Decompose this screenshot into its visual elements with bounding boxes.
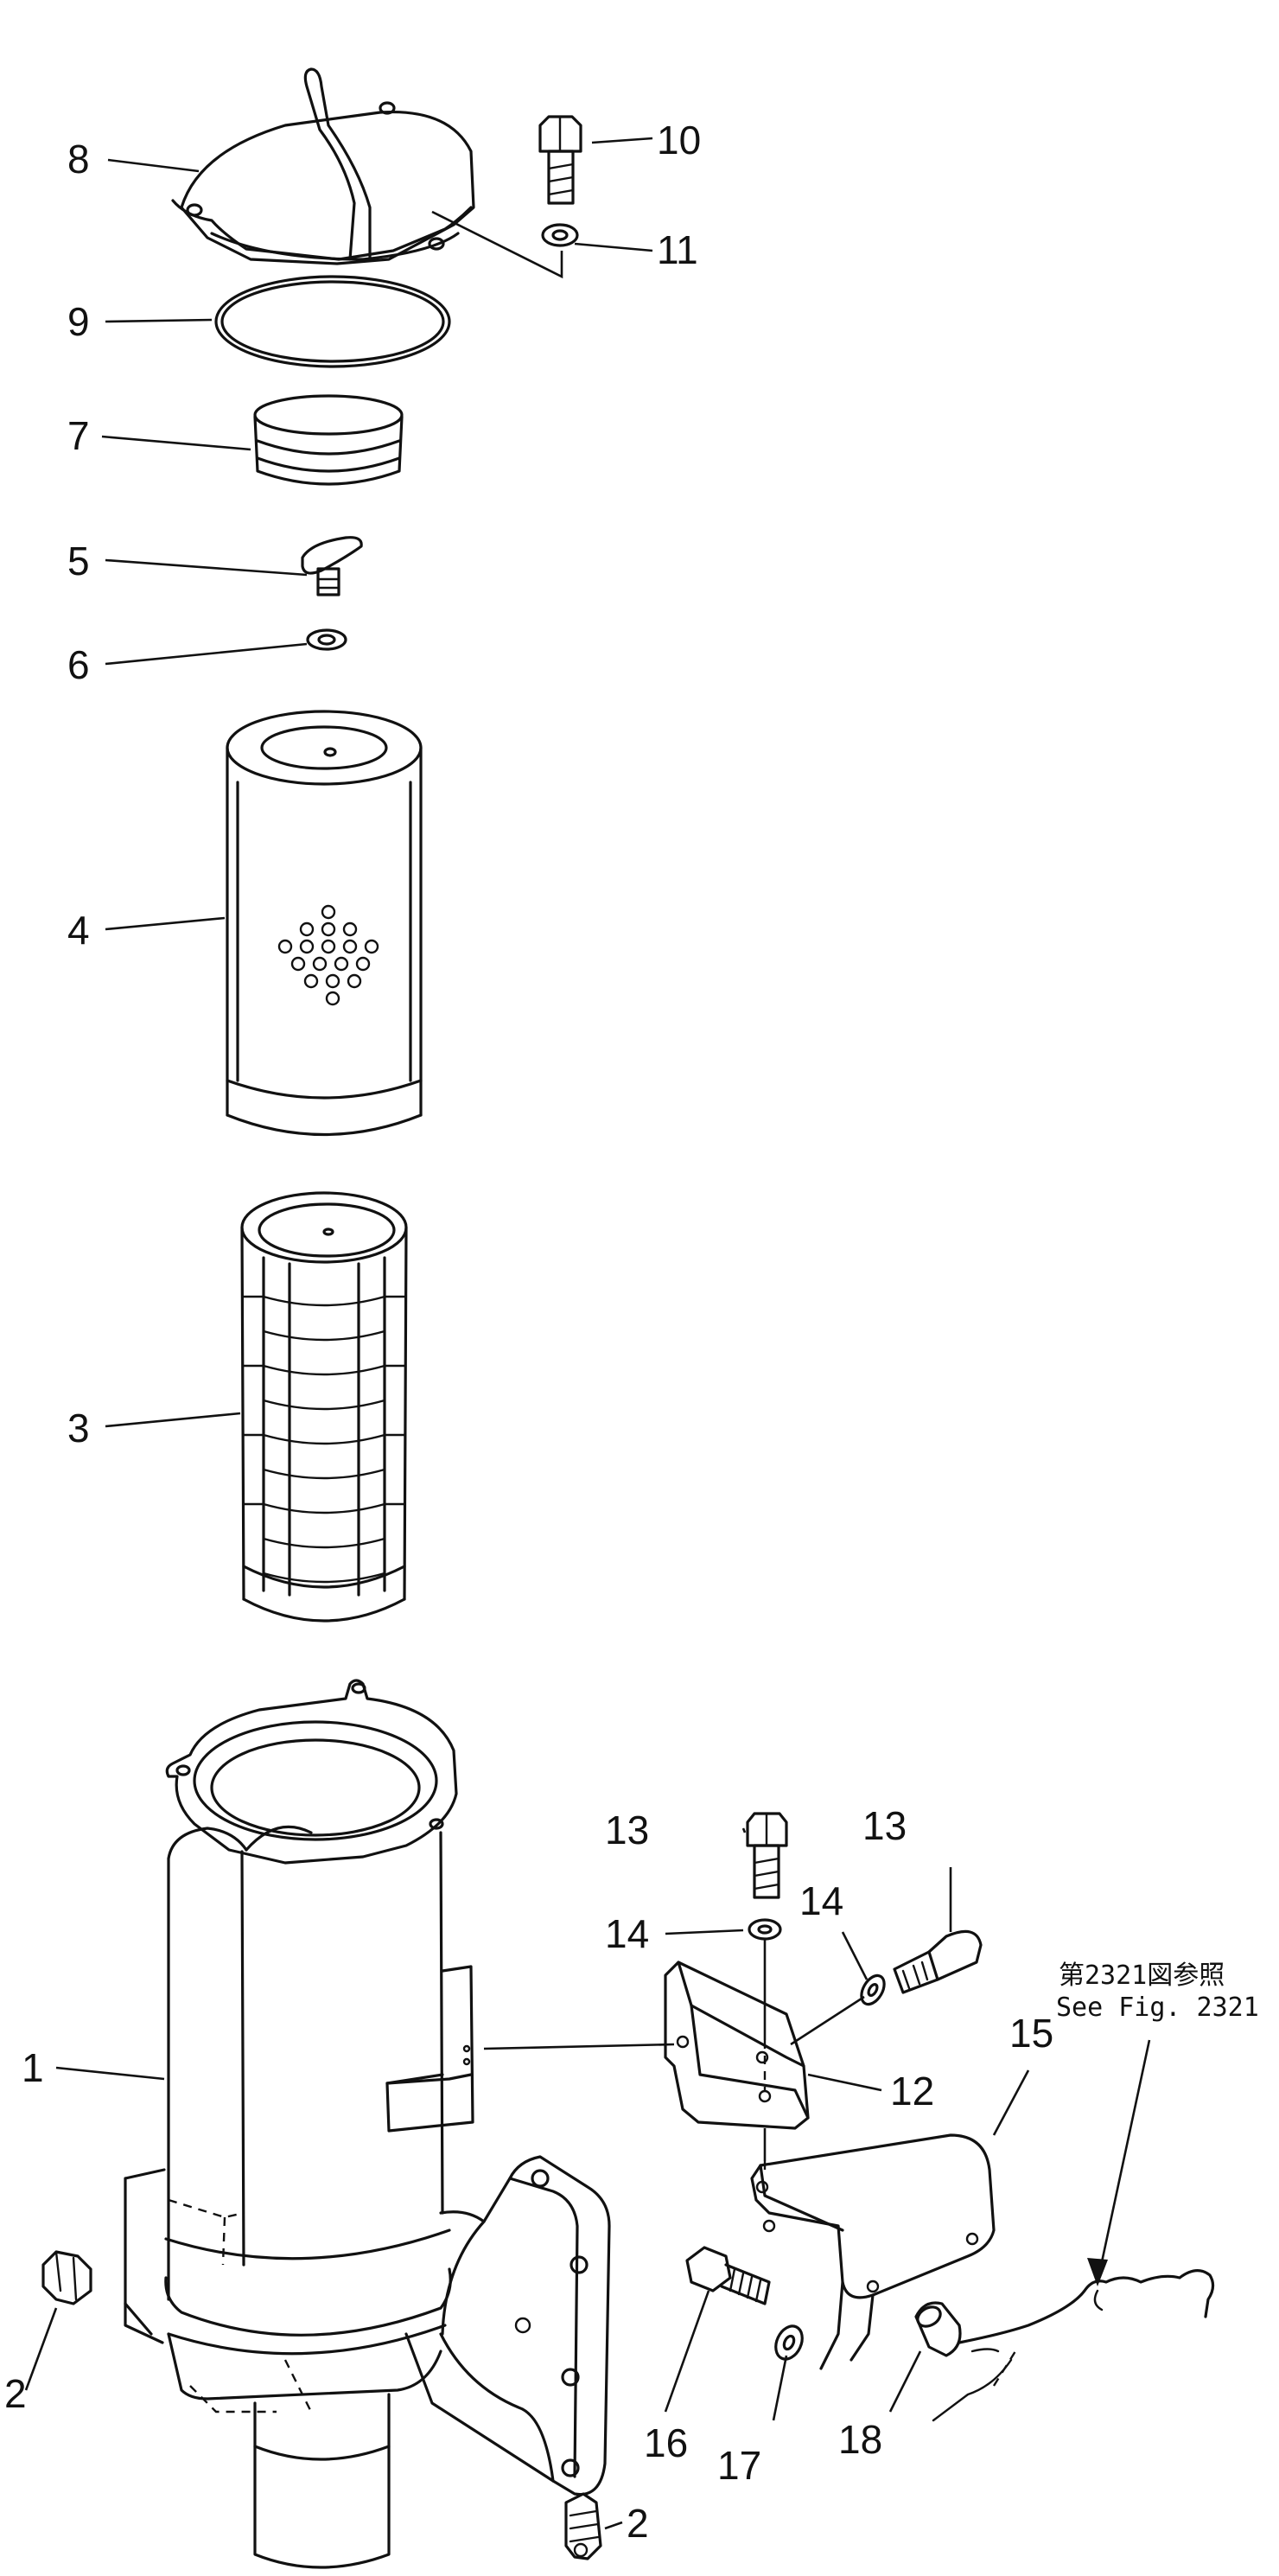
- callout-10: 10: [657, 118, 701, 163]
- callout-13-right: 13: [862, 1803, 907, 1848]
- part-1-housing: [124, 1679, 611, 2569]
- part-16-bolt: [685, 2246, 771, 2305]
- part-2-plug-upper: [41, 2250, 92, 2305]
- callout-numbers: 8 9 7 5 6 4 3 1 2 2 10 11 13 13 14 14 12…: [4, 118, 1053, 2546]
- part-13-bolt-vertical: [746, 1812, 788, 1899]
- part-10-bolt: [538, 115, 582, 205]
- callout-12: 12: [890, 2069, 934, 2114]
- part-17-washer: [774, 2324, 804, 2361]
- part-9-o-ring: [214, 275, 451, 368]
- callout-8: 8: [67, 137, 90, 182]
- callout-13-upper: 13: [605, 1808, 649, 1852]
- callout-14-right: 14: [799, 1878, 843, 1923]
- callout-17: 17: [717, 2443, 761, 2488]
- part-14-washer-side: [860, 1973, 886, 2006]
- frame-outline-fig-2321: [932, 2269, 1215, 2422]
- callout-7: 7: [67, 413, 90, 458]
- part-12-bracket: [664, 1939, 865, 2174]
- part-8-cover: [171, 67, 475, 265]
- part-18-spacer: [914, 2301, 962, 2357]
- callout-11: 11: [657, 227, 698, 272]
- part-13-bolt-horizontal: [893, 1929, 983, 1994]
- part-6-washer: [306, 628, 347, 651]
- callout-5: 5: [67, 539, 90, 583]
- part-3-strainer: [240, 1191, 408, 1623]
- part-15-cover-plate: [750, 2133, 996, 2370]
- callout-14-left: 14: [605, 1911, 649, 1956]
- callout-2-upper: 2: [4, 2371, 27, 2416]
- reference-jp: 第2321図参照: [1059, 1961, 1225, 1991]
- callout-4: 4: [67, 908, 90, 953]
- callout-3: 3: [67, 1406, 90, 1451]
- perforation-pattern: [277, 904, 379, 1006]
- figure-reference-note: 第2321図参照 See Fig. 2321: [1056, 1961, 1259, 2023]
- callout-2-lower: 2: [627, 2501, 649, 2546]
- part-5-wing-bolt: [301, 536, 363, 596]
- part-7-retainer-ring: [253, 394, 404, 486]
- callout-16: 16: [644, 2420, 688, 2465]
- callout-6: 6: [67, 642, 90, 687]
- part-11-washer: [541, 223, 579, 247]
- callout-9: 9: [67, 299, 90, 344]
- part-2-plug-lower: [564, 2492, 602, 2560]
- leader-lines: [24, 137, 1151, 2530]
- reference-en: See Fig. 2321: [1056, 1993, 1259, 2023]
- part-4-filter-element: [226, 710, 423, 1137]
- part-14-washer-upper: [748, 1918, 782, 1941]
- callout-1: 1: [22, 2045, 44, 2090]
- callout-15: 15: [1009, 2011, 1053, 2056]
- callout-18: 18: [838, 2417, 882, 2462]
